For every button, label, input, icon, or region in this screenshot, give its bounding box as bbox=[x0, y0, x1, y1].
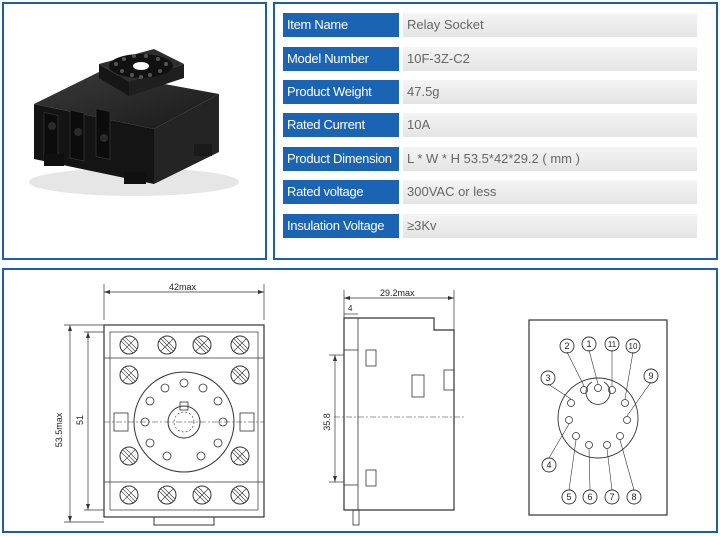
spec-value: Relay Socket bbox=[403, 13, 697, 37]
side-height-dim: 35.8 bbox=[322, 413, 332, 431]
technical-drawing: 42max 53.5max 51 bbox=[54, 282, 668, 526]
relay-socket-photo bbox=[29, 49, 239, 196]
pin-diagram: 1 2 3 4 5 6 7 8 9 10 11 bbox=[528, 319, 668, 516]
technical-drawing-panel: 42max 53.5max 51 bbox=[2, 268, 718, 533]
pin-label-3: 3 bbox=[545, 373, 550, 383]
pin-label-7: 7 bbox=[609, 492, 614, 502]
spec-row-insulation-voltage: Insulation Voltage ≥3Kv bbox=[283, 214, 697, 238]
spec-row-item-name: Item Name Relay Socket bbox=[283, 13, 697, 37]
pin-label-10: 10 bbox=[629, 342, 638, 351]
spec-label: Item Name bbox=[283, 13, 399, 37]
spec-row-product-dimension: Product Dimension L * W * H 53.5*42*29.2… bbox=[283, 147, 697, 171]
side-view: 29.2max 4 35.8 bbox=[322, 288, 464, 526]
spec-value: 10A bbox=[403, 113, 697, 137]
pin-label-6: 6 bbox=[587, 492, 592, 502]
spec-value: 47.5g bbox=[403, 80, 697, 104]
side-small-dim: 4 bbox=[348, 304, 353, 313]
spec-value: 300VAC or less bbox=[403, 180, 697, 204]
spec-label: Rated Current bbox=[283, 113, 399, 137]
spec-value: 10F-3Z-C2 bbox=[403, 47, 697, 71]
spec-row-model-number: Model Number 10F-3Z-C2 bbox=[283, 47, 697, 71]
spec-label: Product Weight bbox=[283, 80, 399, 104]
pin-label-11: 11 bbox=[608, 340, 617, 349]
spec-label: Product Dimension bbox=[283, 147, 399, 171]
pin-label-5: 5 bbox=[566, 492, 571, 502]
spec-label: Rated voltage bbox=[283, 180, 399, 204]
spec-table: Item Name Relay Socket Model Number 10F-… bbox=[273, 2, 718, 260]
side-depth-dim: 29.2max bbox=[380, 288, 415, 298]
product-photo-panel bbox=[2, 2, 267, 260]
front-height-max-dim: 53.5max bbox=[54, 412, 64, 447]
spec-row-product-weight: Product Weight 47.5g bbox=[283, 80, 697, 104]
spec-label: Model Number bbox=[283, 47, 399, 71]
spec-label: Insulation Voltage bbox=[283, 214, 399, 238]
pin-label-9: 9 bbox=[648, 371, 653, 381]
front-width-dim: 42max bbox=[169, 282, 197, 292]
front-view: 42max 53.5max 51 bbox=[54, 282, 265, 526]
pin-label-2: 2 bbox=[564, 341, 569, 351]
spec-value: L * W * H 53.5*42*29.2 ( mm ) bbox=[403, 147, 697, 171]
spec-value: ≥3Kv bbox=[403, 214, 697, 238]
pin-label-8: 8 bbox=[631, 492, 636, 502]
front-height-dim: 51 bbox=[75, 415, 85, 425]
pin-label-4: 4 bbox=[546, 460, 551, 470]
pin-label-1: 1 bbox=[586, 339, 591, 349]
spec-row-rated-current: Rated Current 10A bbox=[283, 113, 697, 137]
spec-row-rated-voltage: Rated voltage 300VAC or less bbox=[283, 180, 697, 204]
